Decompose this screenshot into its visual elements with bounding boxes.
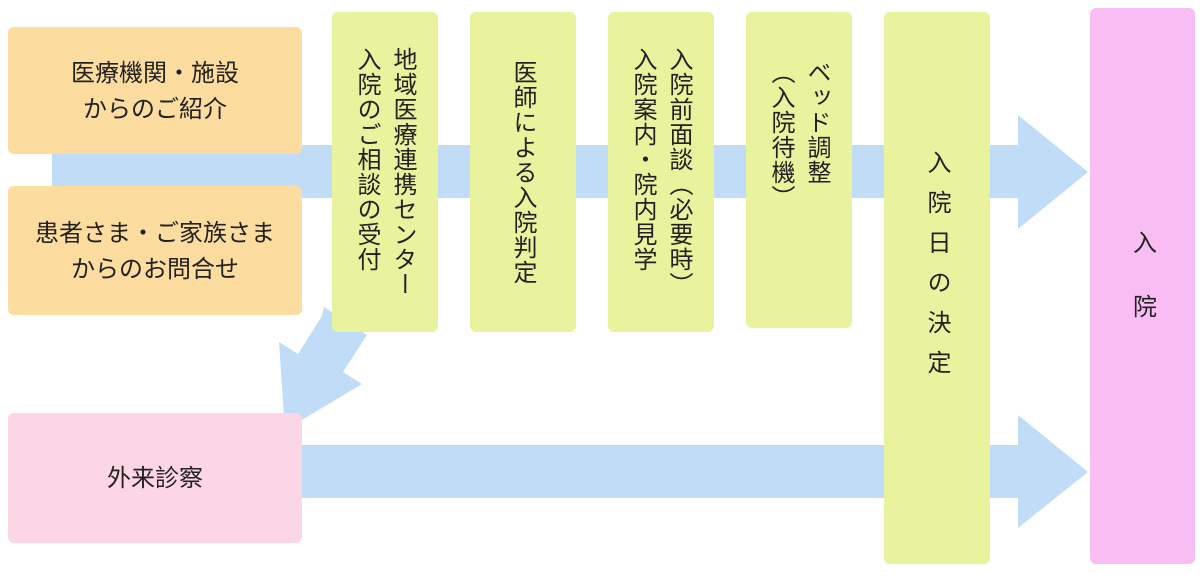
judgment-step-label: 医師による入院判定 [509, 59, 537, 285]
bed-adjustment-step-box: ベッド調整 （入院待機） [746, 12, 852, 328]
patient-inquiry-box: 患者さま・ご家族さま からのお問合せ [8, 186, 302, 315]
consultation-step-label: 地域医療連携センター 入院のご相談の受付 [353, 47, 417, 297]
judgment-step-box: 医師による入院判定 [470, 12, 576, 332]
pre-interview-step-box: 入院前面談（必要時） 入院案内・院内見学 [608, 12, 714, 332]
admission-label: 入院 [1128, 230, 1157, 358]
patient-inquiry-label: 患者さま・ご家族さま からのお問合せ [35, 218, 275, 283]
admission-box: 入院 [1090, 8, 1195, 564]
pre-interview-step-label: 入院前面談（必要時） 入院案内・院内見学 [629, 47, 693, 297]
bed-adjustment-step-label: ベッド調整 （入院待機） [767, 60, 831, 210]
medical-referral-box: 医療機関・施設 からのご紹介 [8, 27, 302, 154]
decision-step-box: 入院日の決定 [884, 12, 990, 564]
outpatient-label: 外来診察 [107, 464, 203, 492]
consultation-step-box: 地域医療連携センター 入院のご相談の受付 [332, 12, 438, 332]
outpatient-box: 外来診察 [8, 413, 302, 543]
outpatient-flow-arrow [302, 415, 1088, 528]
decision-step-label: 入院日の決定 [923, 150, 951, 390]
medical-referral-label: 医療機関・施設 からのご紹介 [71, 58, 239, 123]
redirect-arrow [279, 307, 367, 430]
